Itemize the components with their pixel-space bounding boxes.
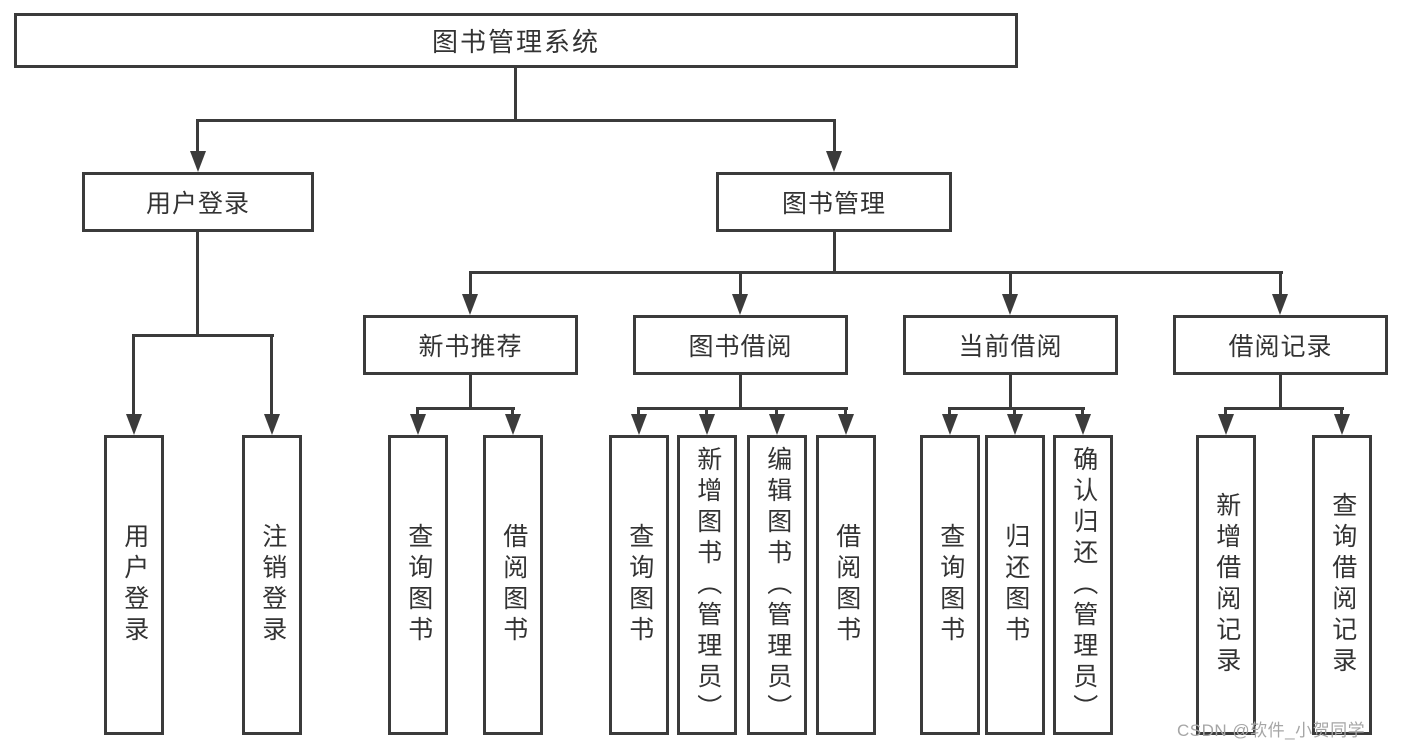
node-user-login: 用户登录 bbox=[82, 172, 314, 232]
arrow-records bbox=[1272, 294, 1288, 315]
connector-groupA-branch bbox=[416, 407, 515, 410]
connector-drop-leaf-login bbox=[132, 334, 135, 416]
arrow-groupC-leaf1 bbox=[942, 414, 958, 435]
leaf-add-borrow-record: 新增借阅记录 bbox=[1196, 435, 1256, 735]
arrow-groupC-leaf2 bbox=[1007, 414, 1023, 435]
connector-drop-user-login bbox=[196, 119, 199, 155]
node-borrow-records: 借阅记录 bbox=[1173, 315, 1388, 375]
node-book-mgmt: 图书管理 bbox=[716, 172, 952, 232]
connector-root-branch bbox=[196, 119, 836, 122]
connector-drop-new-book bbox=[469, 271, 472, 297]
leaf-confirm-return-admin: 确认归还（管理员） bbox=[1053, 435, 1113, 735]
csdn-watermark: CSDN @软件_小贺同学 bbox=[1177, 721, 1366, 740]
connector-drop-current bbox=[1009, 271, 1012, 297]
connector-mgmt-branch bbox=[469, 271, 1283, 274]
arrow-current bbox=[1002, 294, 1018, 315]
node-book-borrow: 图书借阅 bbox=[633, 315, 848, 375]
leaf-logout: 注销登录 bbox=[242, 435, 302, 735]
node-new-book-rec: 新书推荐 bbox=[363, 315, 578, 375]
connector-drop-book-mgmt bbox=[833, 119, 836, 155]
arrow-book-mgmt bbox=[826, 151, 842, 172]
leaf-borrow-books-a: 借阅图书 bbox=[483, 435, 543, 735]
arrow-groupC-leaf3 bbox=[1075, 414, 1091, 435]
arrow-new-book bbox=[462, 294, 478, 315]
arrow-groupB-leaf1 bbox=[631, 414, 647, 435]
arrow-groupB-leaf4 bbox=[838, 414, 854, 435]
connector-drop-leaf-logout bbox=[270, 334, 273, 416]
node-current-borrow: 当前借阅 bbox=[903, 315, 1118, 375]
leaf-user-login: 用户登录 bbox=[104, 435, 164, 735]
connector-groupC-drop1 bbox=[948, 407, 951, 419]
node-root: 图书管理系统 bbox=[14, 13, 1018, 68]
connector-groupD-drop2 bbox=[1340, 407, 1343, 419]
connector-groupC-drop3 bbox=[1081, 407, 1084, 419]
connector-groupC-trunk bbox=[1009, 373, 1012, 409]
arrow-borrow bbox=[732, 294, 748, 315]
leaf-add-books-admin: 新增图书（管理员） bbox=[677, 435, 737, 735]
connector-groupC-branch bbox=[948, 407, 1085, 410]
arrow-leaf-login bbox=[126, 414, 142, 435]
arrow-groupB-leaf3 bbox=[769, 414, 785, 435]
connector-groupA-drop1 bbox=[416, 407, 419, 419]
connector-drop-borrow bbox=[739, 271, 742, 297]
connector-groupA-trunk bbox=[469, 373, 472, 409]
leaf-query-books-a: 查询图书 bbox=[388, 435, 448, 735]
arrow-groupB-leaf2 bbox=[699, 414, 715, 435]
connector-groupA-drop2 bbox=[511, 407, 514, 419]
leaf-edit-books-admin: 编辑图书（管理员） bbox=[747, 435, 807, 735]
connector-groupB-drop3 bbox=[775, 407, 778, 419]
connector-drop-records bbox=[1279, 271, 1282, 297]
leaf-query-books-b: 查询图书 bbox=[609, 435, 669, 735]
connector-groupB-drop1 bbox=[637, 407, 640, 419]
leaf-query-borrow-record: 查询借阅记录 bbox=[1312, 435, 1372, 735]
connector-groupD-trunk bbox=[1279, 373, 1282, 409]
arrow-groupA-leaf1 bbox=[410, 414, 426, 435]
connector-groupD-drop1 bbox=[1224, 407, 1227, 419]
leaf-borrow-books-b: 借阅图书 bbox=[816, 435, 876, 735]
leaf-return-books: 归还图书 bbox=[985, 435, 1045, 735]
connector-groupB-branch bbox=[637, 407, 848, 410]
connector-groupC-drop2 bbox=[1013, 407, 1016, 419]
connector-user-branch bbox=[132, 334, 274, 337]
arrow-groupD-leaf2 bbox=[1334, 414, 1350, 435]
connector-root-trunk bbox=[514, 66, 517, 122]
connector-groupB-trunk bbox=[739, 373, 742, 409]
arrow-user-login bbox=[190, 151, 206, 172]
arrow-leaf-logout bbox=[264, 414, 280, 435]
arrow-groupD-leaf1 bbox=[1218, 414, 1234, 435]
connector-mgmt-trunk bbox=[833, 230, 836, 274]
connector-groupD-branch bbox=[1224, 407, 1344, 410]
leaf-query-books-c: 查询图书 bbox=[920, 435, 980, 735]
connector-groupB-drop2 bbox=[705, 407, 708, 419]
connector-user-trunk bbox=[196, 230, 199, 336]
connector-groupB-drop4 bbox=[844, 407, 847, 419]
arrow-groupA-leaf2 bbox=[505, 414, 521, 435]
